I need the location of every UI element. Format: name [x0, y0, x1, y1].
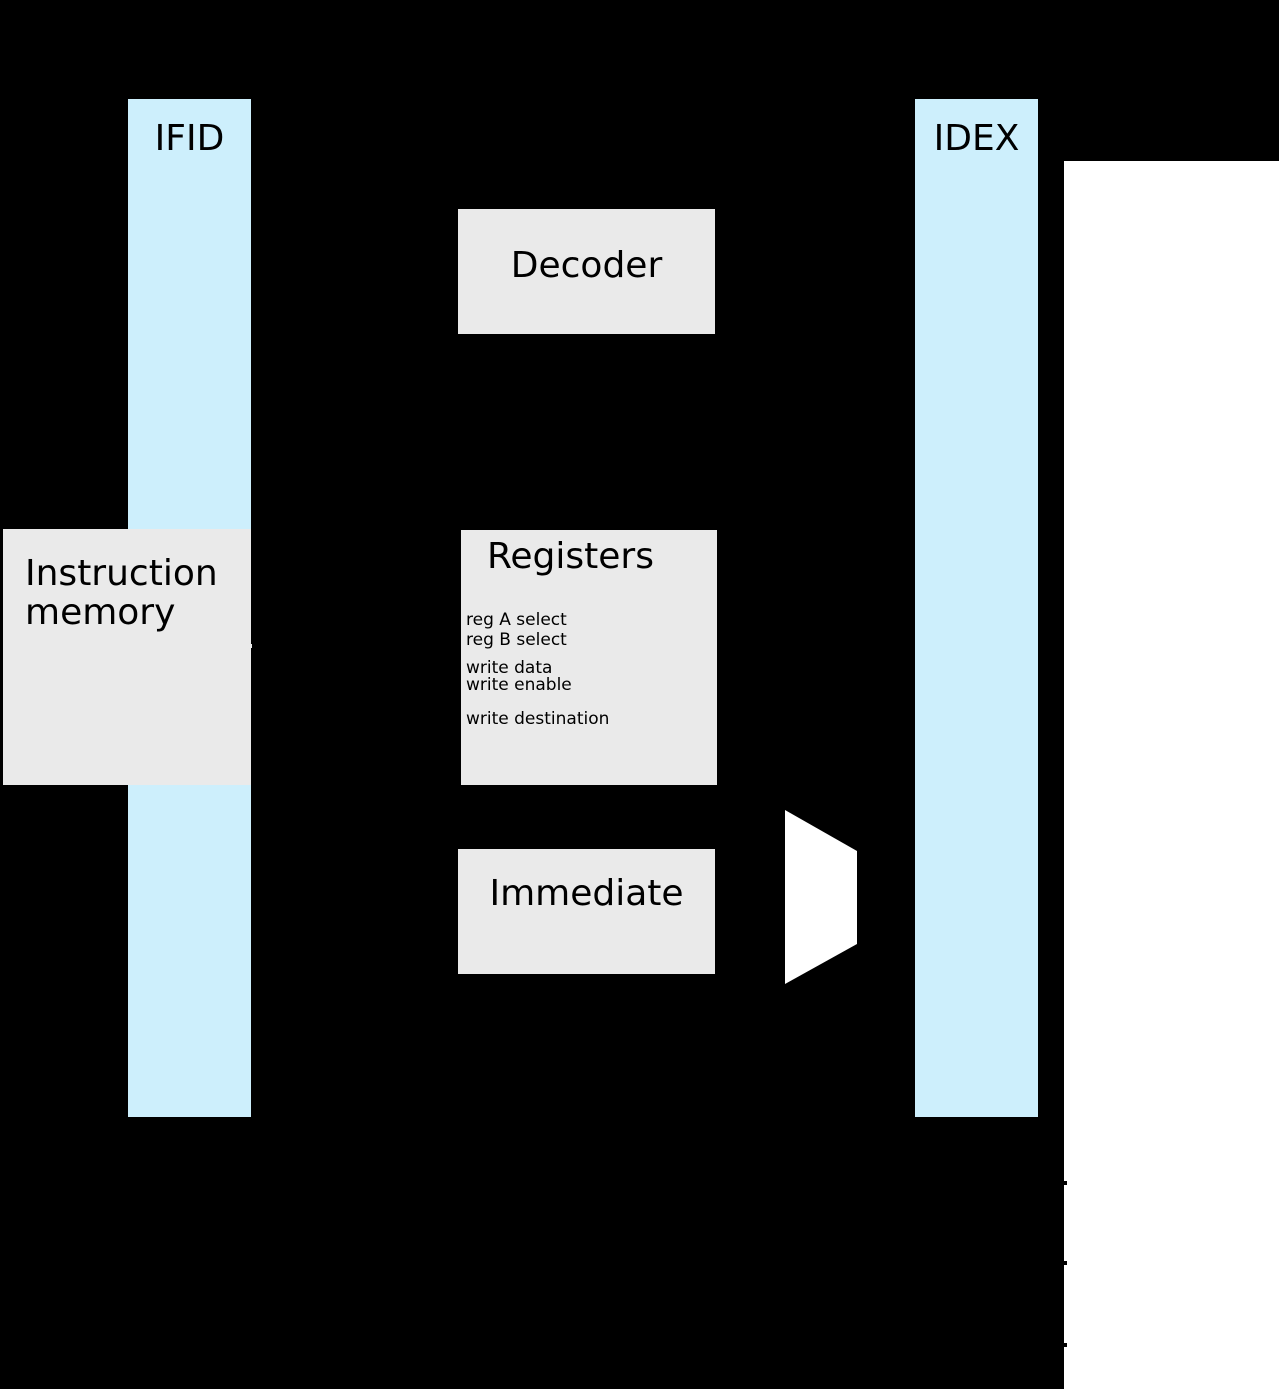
unit-decoder-label: Decoder	[510, 245, 663, 286]
unit-decoder[interactable]: Decoder	[458, 209, 715, 334]
unit-immediate[interactable]: Immediate	[458, 849, 715, 974]
unit-registers-label: Registers	[487, 536, 654, 577]
multiplexer-shape-icon	[785, 810, 857, 984]
register-port-list: reg A select reg B select write data wri…	[466, 612, 706, 728]
connector-stub-lower	[1064, 1343, 1067, 1347]
operand-b-multiplexer[interactable]	[784, 808, 860, 986]
connector-stub-upper	[1064, 1181, 1067, 1185]
connector-stub-instruction-memory	[249, 644, 252, 648]
register-port-write-enable: write enable	[466, 675, 572, 695]
register-port-write-destination: write destination	[466, 709, 610, 729]
register-port-reg-a-select: reg A select	[466, 610, 567, 630]
connector-stub-middle	[1064, 1261, 1067, 1265]
register-port-reg-b-select: reg B select	[466, 630, 567, 650]
unit-instruction-memory-label: Instruction memory	[25, 553, 218, 633]
pipeline-register-ifid-label: IFID	[154, 118, 225, 159]
unit-registers[interactable]: Registers reg A select reg B select writ…	[461, 530, 717, 785]
pipeline-register-idex[interactable]: IDEX	[915, 99, 1038, 1117]
unit-instruction-memory[interactable]: Instruction memory	[3, 529, 251, 785]
unit-immediate-label: Immediate	[489, 873, 684, 914]
register-port-write-data: write data	[466, 658, 553, 678]
pipeline-register-idex-label: IDEX	[933, 118, 1020, 159]
